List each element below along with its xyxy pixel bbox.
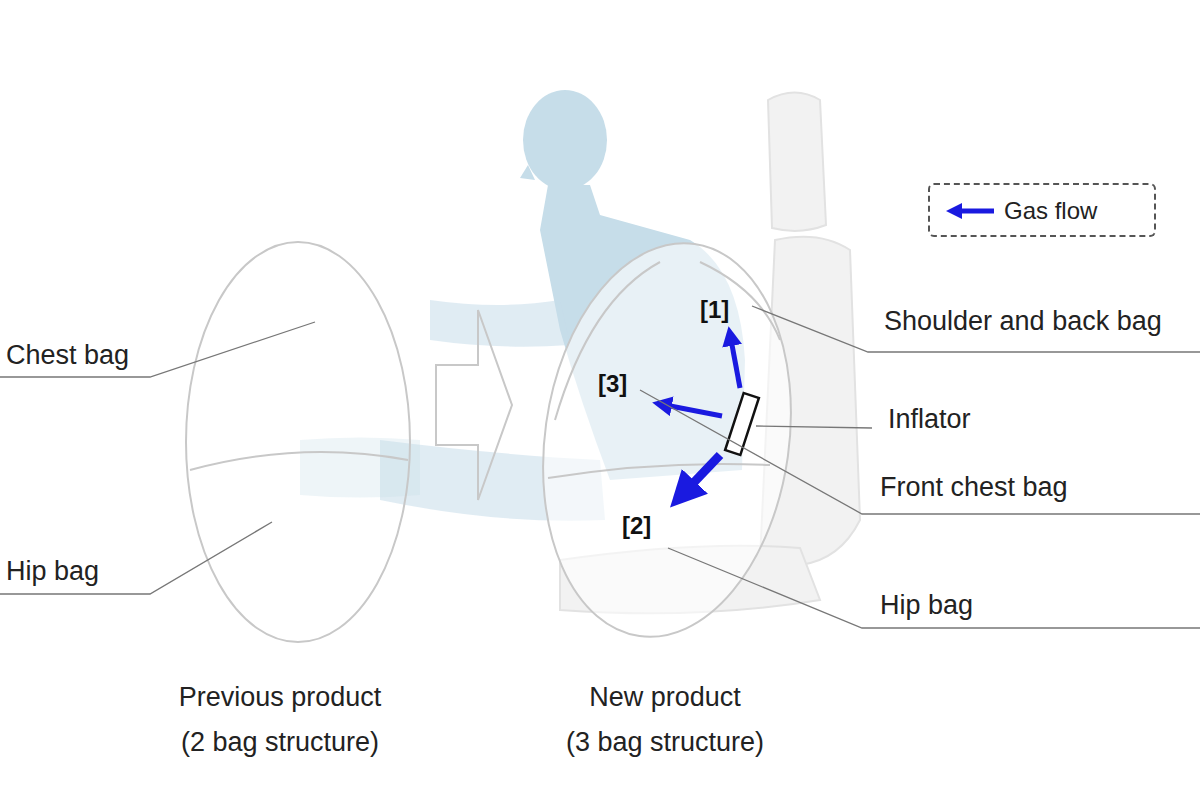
legend-row: Gas flow: [942, 197, 1097, 225]
part-label: Hip bag: [6, 556, 99, 587]
caption-text: New product: [589, 682, 741, 713]
callout-number: [3]: [598, 370, 627, 398]
part-label: Front chest bag: [880, 472, 1068, 503]
legend-text: Gas flow: [1004, 197, 1097, 225]
caption-text: (2 bag structure): [181, 727, 379, 758]
new-airbag: [519, 227, 816, 653]
leader-lines: [0, 306, 1200, 628]
part-label: Hip bag: [880, 590, 973, 621]
part-label: Shoulder and back bag: [884, 306, 1162, 337]
part-label: Inflator: [888, 404, 971, 435]
part-label: Chest bag: [6, 340, 129, 371]
caption-text: (3 bag structure): [566, 727, 764, 758]
hollow-arrow: [436, 310, 512, 500]
previous-airbag: [186, 242, 410, 642]
caption-text: Previous product: [179, 682, 382, 713]
gas-flow-arrows: [660, 334, 740, 497]
callout-number: [1]: [700, 296, 729, 324]
legend-sample: [942, 201, 998, 221]
callout-number: [2]: [622, 512, 651, 540]
inflator-symbol: [725, 393, 759, 455]
legend-box: Gas flow: [928, 183, 1156, 237]
